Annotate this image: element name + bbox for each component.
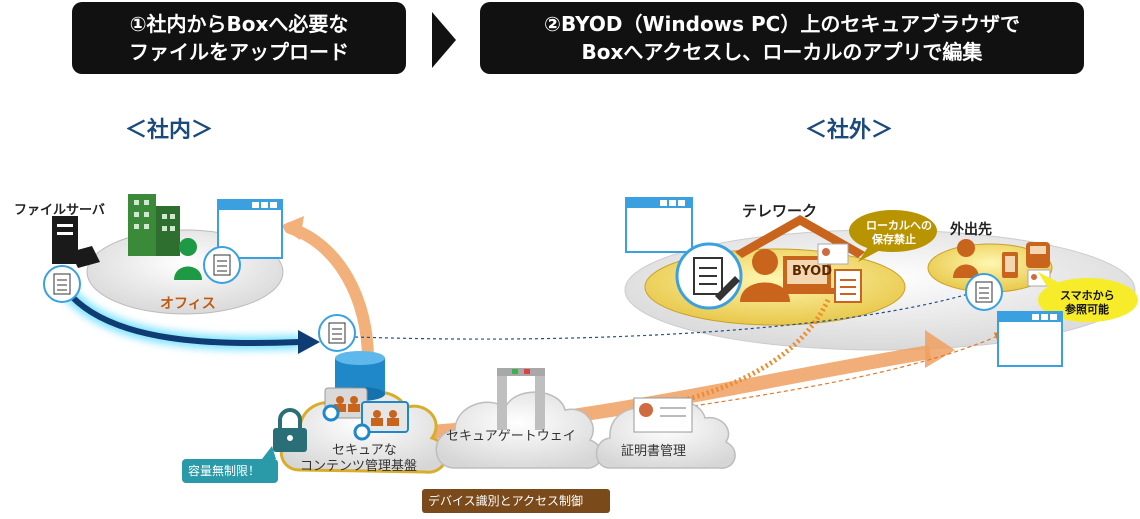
smartphone-line1: スマホから bbox=[1060, 289, 1115, 302]
outside-document-icon bbox=[965, 273, 1003, 311]
file-server-icon bbox=[52, 216, 100, 268]
step2-banner-line2: Boxへアクセスし、ローカルのアプリで編集 bbox=[581, 40, 983, 64]
step1-banner: ①社内からBoxへ必要な ファイルをアップロード bbox=[72, 2, 406, 74]
byod-label: BYOD bbox=[792, 264, 832, 279]
smartphone-line2: 参照可能 bbox=[1065, 303, 1109, 316]
certificate-icon bbox=[633, 397, 693, 433]
upload-arrow-orange-head bbox=[280, 216, 304, 240]
local-save-bubble bbox=[849, 210, 937, 262]
padlock-icon bbox=[273, 408, 307, 452]
step2-banner: ②BYOD（Windows PC）上のセキュアブラウザで Boxへアクセスし、ロ… bbox=[480, 2, 1084, 74]
train-icon bbox=[1026, 242, 1050, 268]
telework-document-icon bbox=[675, 242, 743, 310]
step2-banner-line1: ②BYOD（Windows PC）上のセキュアブラウザで bbox=[544, 12, 1020, 36]
section-external: ＜社外＞ bbox=[805, 118, 894, 143]
sync-icon-2 bbox=[353, 423, 371, 441]
box-document-icon bbox=[318, 314, 356, 352]
server-document-icon bbox=[43, 265, 81, 303]
unlimited-badge-bg bbox=[182, 459, 278, 483]
device-control-badge-bg bbox=[422, 489, 610, 513]
local-save-line2: 保存禁止 bbox=[872, 233, 916, 246]
telework-window-icon bbox=[625, 197, 693, 253]
office-building-icon bbox=[128, 194, 180, 256]
cert-label: 証明書管理 bbox=[621, 444, 687, 459]
telework-label: テレワーク bbox=[742, 202, 818, 220]
house-icon bbox=[735, 215, 865, 258]
outside-window-icon bbox=[997, 311, 1063, 367]
outside-label: 外出先 bbox=[950, 222, 992, 238]
unlimited-badge-tail bbox=[262, 446, 276, 459]
upload-arrow-navy bbox=[63, 288, 301, 347]
sync-icon bbox=[322, 404, 340, 422]
office-document-icon bbox=[203, 246, 241, 284]
device-control-badge: デバイス識別とアクセス制御 bbox=[428, 494, 584, 508]
telework-user-icon bbox=[740, 249, 790, 302]
access-arrow-orange-head bbox=[925, 330, 955, 368]
file-server-label: ファイルサーバ bbox=[14, 203, 105, 218]
gateway-icon bbox=[497, 368, 545, 430]
upload-arrow-navy-head bbox=[298, 330, 320, 354]
office-label: オフィス bbox=[160, 296, 216, 312]
byod-certificate-icon bbox=[817, 243, 849, 265]
step1-banner-line2: ファイルをアップロード bbox=[129, 40, 349, 64]
smartphone-icon bbox=[1002, 252, 1018, 278]
box-outside-dashed bbox=[354, 288, 980, 340]
gateway-cloud bbox=[435, 391, 603, 469]
step1-banner-line1: ①社内からBoxへ必要な bbox=[129, 12, 349, 36]
cert-smartphone-dashed bbox=[679, 332, 1005, 409]
box-cloud-label-line2: コンテンツ管理基盤 bbox=[300, 459, 418, 474]
office-user-icon bbox=[174, 238, 202, 280]
gateway-label: セキュアゲートウェイ bbox=[446, 429, 576, 444]
box-cloud-label-line1: セキュアな bbox=[332, 443, 397, 458]
outside-user-icon bbox=[953, 239, 979, 278]
shared-folder-icon-2 bbox=[361, 401, 409, 433]
unlimited-badge: 容量無制限！ bbox=[188, 464, 261, 478]
step-arrow-icon bbox=[432, 12, 456, 68]
upload-arrow-orange bbox=[284, 222, 374, 366]
byod-document-icon bbox=[834, 269, 862, 303]
section-internal: ＜社内＞ bbox=[125, 118, 214, 143]
local-save-line1: ローカルへの bbox=[866, 219, 932, 232]
